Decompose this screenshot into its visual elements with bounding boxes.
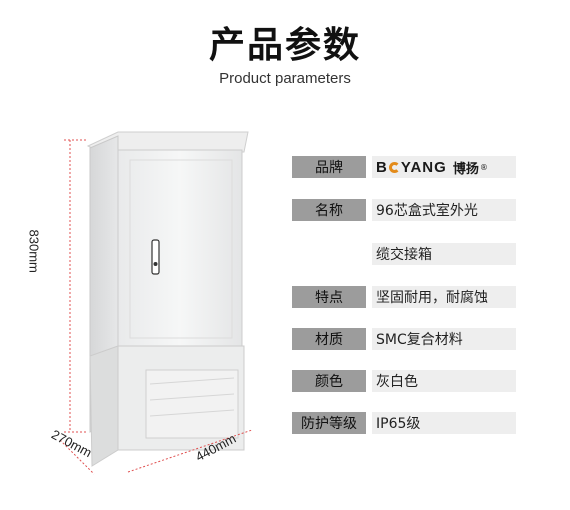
page-title: 产品参数 [208, 25, 361, 66]
param-value: 灰白色 [372, 370, 516, 392]
cabinet-drawing [59, 131, 253, 475]
param-value: 96芯盒式室外光 [372, 199, 516, 221]
brand-logo-mark [388, 161, 400, 173]
param-row-name-continued: 缆交接箱 [292, 243, 516, 265]
param-label-empty [292, 243, 366, 265]
page-subtitle: Product parameters [219, 70, 351, 87]
param-value: SMC复合材料 [372, 328, 516, 350]
param-label: 材质 [292, 328, 366, 350]
cabinet-illustration: 830mm 270mm 440mm [26, 131, 253, 475]
param-row-feature: 特点 坚固耐用，耐腐蚀 [292, 286, 516, 308]
registered-mark: ® [479, 162, 488, 172]
param-value: IP65级 [372, 412, 516, 434]
param-row-protection: 防护等级 IP65级 [292, 412, 516, 434]
param-row-name: 名称 96芯盒式室外光 [292, 199, 516, 221]
height-dimension-label: 830mm [26, 229, 42, 273]
param-row-color: 颜色 灰白色 [292, 370, 516, 392]
brand-name-cn: 博扬 [452, 161, 479, 177]
param-label: 名称 [292, 199, 366, 221]
param-value: 缆交接箱 [372, 243, 516, 265]
param-label: 品牌 [292, 156, 366, 178]
param-label: 防护等级 [292, 412, 366, 434]
param-value: 坚固耐用，耐腐蚀 [372, 286, 516, 308]
param-label: 颜色 [292, 370, 366, 392]
param-label: 特点 [292, 286, 366, 308]
param-row-material: 材质 SMC复合材料 [292, 328, 516, 350]
